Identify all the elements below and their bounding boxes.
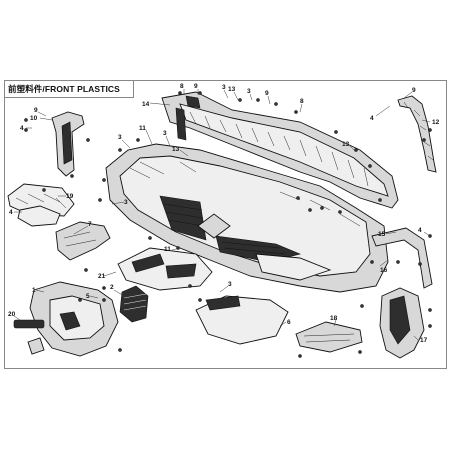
part-20-emblem [13, 319, 45, 355]
part-1-lower-fascia [29, 281, 119, 357]
callout-14: 14 [142, 101, 150, 108]
callout-6: 6 [287, 319, 291, 326]
diagram-frame [4, 80, 447, 369]
callout-19: 19 [66, 193, 74, 200]
part-15-right-bar [371, 227, 433, 289]
callout-7: 7 [88, 221, 92, 228]
part-14-upper-rack [161, 91, 399, 209]
part-19-left-panel [7, 183, 75, 217]
callout-16: 16 [380, 267, 388, 274]
callout-3: 3 [247, 88, 251, 95]
callout-11: 11 [164, 246, 171, 253]
callout-4: 4 [418, 227, 422, 234]
callout-5: 5 [86, 293, 90, 300]
part-12-right-bracket [397, 95, 437, 173]
callout-12: 12 [432, 119, 440, 126]
part-6-fender-flap [195, 295, 289, 345]
part-17-right-panel [379, 287, 425, 359]
callout-9: 9 [412, 87, 416, 94]
callout-3: 3 [222, 84, 226, 91]
callout-11: 11 [139, 125, 146, 132]
part-18-lower-trim [295, 321, 363, 353]
callout-3: 3 [163, 130, 167, 137]
callout-3: 3 [124, 199, 128, 206]
callout-9: 9 [265, 90, 269, 97]
part-7-left-fairing [55, 221, 111, 261]
part-main-front-bumper [105, 143, 389, 293]
callout-9: 9 [194, 83, 198, 90]
callout-20: 20 [8, 311, 16, 318]
callout-13: 13 [228, 86, 236, 93]
callout-4: 4 [9, 209, 13, 216]
callout-18: 18 [330, 315, 338, 322]
part-10-left-bracket [51, 111, 85, 177]
part-2-vent-grille [119, 285, 149, 323]
diagram-title: 前塑料件/FRONT PLASTICS [8, 84, 120, 94]
callout-10: 10 [30, 115, 38, 122]
part-21-hood-panel [117, 247, 213, 291]
callout-4: 4 [370, 115, 374, 122]
callout-3: 3 [228, 281, 232, 288]
callout-1: 1 [32, 287, 36, 294]
callout-4: 4 [20, 125, 24, 132]
title-box [4, 80, 134, 98]
callout-9: 9 [34, 107, 38, 114]
callout-3: 3 [118, 134, 122, 141]
callout-17: 17 [420, 337, 428, 344]
callout-2: 2 [110, 284, 114, 291]
part-4-small-panel [17, 205, 61, 227]
callout-15: 15 [378, 231, 386, 238]
callout-13: 13 [342, 141, 350, 148]
callouts: 14 8 9 3 3 13 9 8 12 4 10 9 3 [8, 83, 440, 344]
callout-13: 13 [172, 146, 180, 153]
callout-8: 8 [300, 98, 304, 105]
callout-21: 21 [98, 273, 106, 280]
callout-8: 8 [180, 83, 184, 90]
